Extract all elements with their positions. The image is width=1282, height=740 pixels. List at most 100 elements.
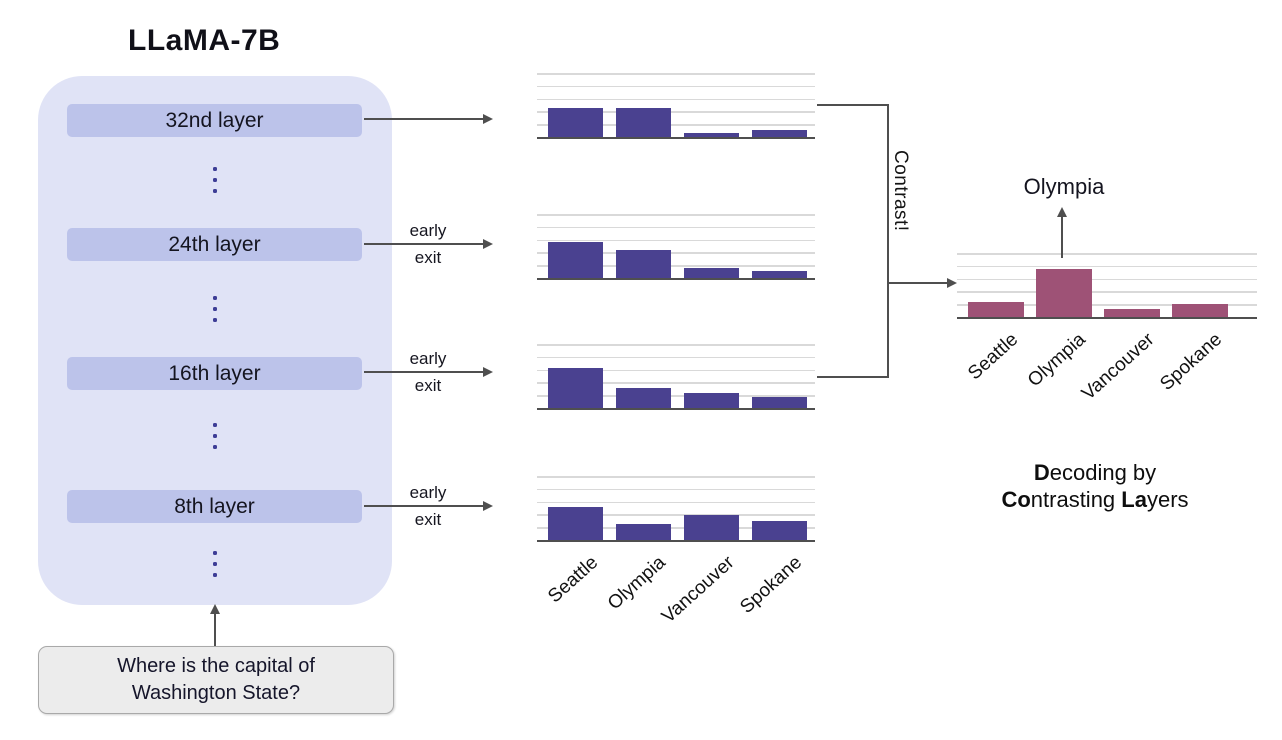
early-exit-label: early exit [388, 349, 468, 396]
x-tick-label: Vancouver [657, 552, 739, 628]
bar-olympia [616, 524, 671, 540]
gridline [537, 476, 815, 478]
bar-seattle [548, 107, 603, 137]
gridline [537, 344, 815, 346]
gridline [537, 98, 815, 101]
gridline [537, 527, 815, 529]
ellipsis-icon [213, 167, 217, 193]
layer-box-32nd: 32nd layer [67, 104, 362, 137]
gridline [537, 488, 815, 491]
contrast-label: Contrast! [890, 150, 911, 232]
caption-segment: D [1033, 460, 1050, 485]
bar-seattle [968, 302, 1024, 317]
caption-line: Contrasting Layers [962, 486, 1228, 513]
prob-chart-8th [537, 476, 815, 542]
bracket-vertical-line [887, 104, 889, 378]
caption-line: Decoding by [962, 459, 1228, 486]
arrow-24th-early-exit [364, 239, 493, 249]
ellipsis-icon [213, 296, 217, 322]
bar-spokane [752, 270, 807, 278]
early-exit-label: early exit [388, 483, 468, 530]
bar-spokane [752, 397, 807, 408]
arrow-answer [1057, 207, 1067, 258]
prob-chart-16th [537, 344, 815, 410]
arrow-8th-early-exit [364, 501, 493, 511]
contrast-result-chart [957, 253, 1257, 319]
llama-model-container [38, 76, 392, 605]
caption-segment: Co [1001, 487, 1031, 513]
bar-vancouver [684, 133, 739, 137]
x-tick-label: Seattle [544, 552, 603, 608]
bar-spokane [1172, 304, 1228, 317]
gridline [537, 111, 815, 113]
gridline [537, 356, 815, 359]
bar-group [537, 476, 815, 540]
bar-olympia [616, 249, 671, 278]
caption-segment: ntrasting [1030, 487, 1122, 513]
answer-label: Olympia [1023, 174, 1105, 199]
bar-olympia [616, 108, 671, 137]
gridline [537, 124, 815, 126]
layer-box-16th: 16th layer [67, 357, 362, 390]
caption-segment: yers [1146, 487, 1189, 513]
bar-vancouver [684, 267, 739, 278]
prob-chart-24th [537, 214, 815, 280]
gridline [537, 501, 815, 504]
early-exit-line1: early [409, 221, 447, 240]
bar-spokane [752, 520, 807, 540]
bar-olympia [616, 387, 671, 408]
early-exit-line2: exit [414, 510, 442, 529]
early-exit-line2: exit [414, 248, 442, 267]
gridline [957, 291, 1257, 293]
x-tick-label: Vancouver [1077, 329, 1159, 405]
bar-vancouver [684, 393, 739, 408]
bar-olympia [1036, 269, 1092, 317]
bar-vancouver [1104, 309, 1160, 317]
early-exit-label: early exit [388, 221, 468, 268]
bar-group [537, 344, 815, 408]
gridline [957, 265, 1257, 268]
prob-chart-32nd [537, 73, 815, 139]
caption-segment: La [1121, 487, 1147, 513]
bar-group [537, 214, 815, 278]
gridline [537, 395, 815, 397]
gridline [537, 252, 815, 254]
early-exit-line2: exit [414, 376, 442, 395]
layer-box-24th: 24th layer [67, 228, 362, 261]
gridline [537, 214, 815, 216]
arrow-32nd-to-chart [364, 114, 493, 124]
gridline [537, 369, 815, 372]
ellipsis-icon [213, 423, 217, 449]
bar-seattle [548, 242, 603, 278]
gridline [537, 265, 815, 267]
caption-segment: ecoding by [1049, 460, 1157, 485]
bracket-top-line [817, 104, 888, 106]
arrow-contrast-output [888, 278, 957, 288]
gridline [957, 253, 1257, 255]
gridline [537, 85, 815, 88]
arrow-16th-early-exit [364, 367, 493, 377]
bar-group [537, 73, 815, 137]
x-tick-label: Spokane [736, 552, 807, 618]
gridline [957, 304, 1257, 306]
gridline [537, 73, 815, 75]
gridline [537, 226, 815, 229]
gridline [957, 278, 1257, 281]
bar-group [957, 253, 1257, 317]
x-tick-label: Olympia [604, 552, 671, 615]
model-title: LLaMA-7B [128, 24, 281, 57]
gridline [537, 239, 815, 242]
question-box: Where is the capital of Washington State… [38, 646, 394, 714]
gridline [537, 382, 815, 384]
x-tick-label: Spokane [1156, 329, 1227, 395]
bar-seattle [548, 368, 603, 408]
bar-spokane [752, 129, 807, 137]
bar-vancouver [684, 515, 739, 540]
layer-box-8th: 8th layer [67, 490, 362, 523]
early-exit-line1: early [409, 349, 447, 368]
question-line2: Washington State? [131, 682, 301, 704]
bar-seattle [548, 506, 603, 540]
